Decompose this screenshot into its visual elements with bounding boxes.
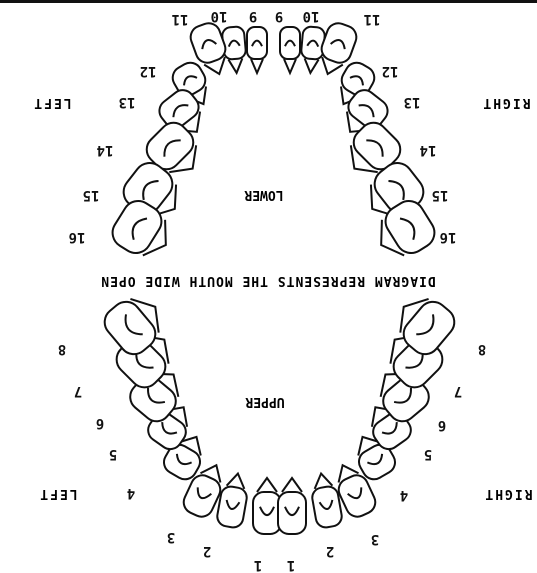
lower-right-number-11: 11 [364,11,381,27]
upper-left-number-6: 6 [96,415,104,431]
lower-right-number-9: 9 [275,8,283,24]
lower-right-number-15: 15 [432,187,449,203]
lower-left-tooth-16 [107,195,179,266]
upper-right-number-7: 7 [454,383,462,399]
lower-left-number-14: 14 [97,142,114,158]
lower-right-number-10: 10 [303,8,320,24]
upper-left-tooth-1 [253,478,281,534]
lower-right-number-13: 13 [404,94,421,110]
upper-right-number-6: 6 [438,417,446,433]
upper-right-tooth-8 [387,287,460,360]
upper-left-number-5: 5 [109,446,117,462]
lower-label: LOWER [244,187,283,202]
lower-left-tooth-9 [247,27,267,73]
upper-left-number-2: 2 [203,543,211,559]
upper-right-number-1: 1 [287,557,295,573]
side-right-lower: RIGHT [481,95,530,110]
upper-right-number-5: 5 [424,446,432,462]
upper-left-number-1: 1 [254,557,262,573]
upper-right-number-4: 4 [400,487,408,503]
lower-right-tooth-9 [280,27,300,73]
lower-right-number-14: 14 [420,142,437,158]
lower-left-number-11: 11 [172,11,189,27]
upper-right-tooth-1 [278,478,306,534]
upper-right-tooth-2 [308,471,343,529]
lower-left-number-13: 13 [119,94,136,110]
upper-label: UPPER [245,394,284,409]
upper-left-number-7: 7 [74,383,82,399]
lower-arch [107,20,440,266]
lower-left-number-9: 9 [249,8,257,24]
lower-right-number-16: 16 [440,229,457,245]
caption: DIAGRAM REPRESENTS THE MOUTH WIDE OPEN [100,273,435,288]
lower-left-number-10: 10 [211,8,228,24]
lower-left-number-12: 12 [140,63,157,79]
lower-right-number-12: 12 [382,63,399,79]
side-left-lower: LEFT [32,95,71,110]
upper-left-number-4: 4 [127,485,135,501]
upper-left-tooth-8 [99,287,172,360]
lower-left-number-15: 15 [83,187,100,203]
upper-right-number-2: 2 [326,543,334,559]
upper-right-number-3: 3 [371,531,379,547]
lower-right-tooth-16 [368,195,440,266]
upper-left-number-3: 3 [167,529,175,545]
side-right-upper: RIGHT [483,486,532,501]
side-left-upper: LEFT [38,486,77,501]
upper-left-number-8: 8 [58,341,66,357]
upper-left-tooth-2 [216,471,251,529]
upper-right-number-8: 8 [478,341,486,357]
lower-left-number-16: 16 [69,229,86,245]
